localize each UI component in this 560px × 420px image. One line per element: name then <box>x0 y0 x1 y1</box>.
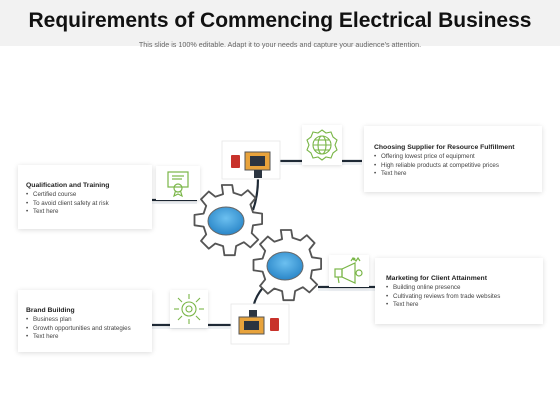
list-item: To avoid client safety at risk <box>26 200 152 209</box>
list-item: High reliable products at competitive pr… <box>374 162 542 171</box>
list-item: Cultivating reviews from trade websites <box>386 293 543 302</box>
card-heading: Brand Building <box>26 307 75 314</box>
card-bullets: Offering lowest price of equipment High … <box>374 153 542 179</box>
card-bullets: Certified course To avoid client safety … <box>26 191 152 217</box>
icon-tile-marketing <box>329 255 369 287</box>
globe-badge-icon <box>306 129 338 161</box>
list-item: Business plan <box>26 316 152 325</box>
card-heading: Marketing for Client Attainment <box>386 275 487 282</box>
list-item: Offering lowest price of equipment <box>374 153 542 162</box>
page-title: Requirements of Commencing Electrical Bu… <box>28 9 532 32</box>
page-subtitle: This slide is 100% editable. Adapt it to… <box>138 40 422 49</box>
card-qualification: Qualification and Training Certified cou… <box>18 165 152 229</box>
list-item: Text here <box>374 170 542 179</box>
icon-tile-brand <box>170 290 208 328</box>
megaphone-icon <box>334 256 363 284</box>
card-bullets: Building online presence Cultivating rev… <box>386 284 543 310</box>
list-item: Text here <box>26 208 152 217</box>
socket-red <box>231 155 240 168</box>
card-brand: Brand Building Business plan Growth oppo… <box>18 290 152 352</box>
title-band <box>0 0 560 46</box>
card-bullets: Business plan Growth opportunities and s… <box>26 316 152 342</box>
list-item: Building online presence <box>386 284 543 293</box>
certificate-icon <box>167 171 189 198</box>
list-item: Text here <box>26 333 152 342</box>
card-heading: Qualification and Training <box>26 182 110 189</box>
left-gear <box>193 184 264 257</box>
idea-gear-icon <box>174 294 204 324</box>
list-item: Certified course <box>26 191 152 200</box>
bottom-plug-tile <box>230 303 290 345</box>
card-heading: Choosing Supplier for Resource Fulfillme… <box>374 144 515 151</box>
icon-tile-qualification <box>156 166 200 200</box>
card-marketing: Marketing for Client Attainment Building… <box>375 258 543 324</box>
icon-tile-supplier <box>302 125 342 165</box>
socket-red-bottom <box>270 318 279 331</box>
list-item: Growth opportunities and strategies <box>26 325 152 334</box>
cable-top <box>251 177 260 211</box>
right-gear <box>252 229 323 302</box>
list-item: Text here <box>386 301 543 310</box>
card-supplier: Choosing Supplier for Resource Fulfillme… <box>364 126 542 192</box>
top-plug-tile <box>221 140 281 180</box>
